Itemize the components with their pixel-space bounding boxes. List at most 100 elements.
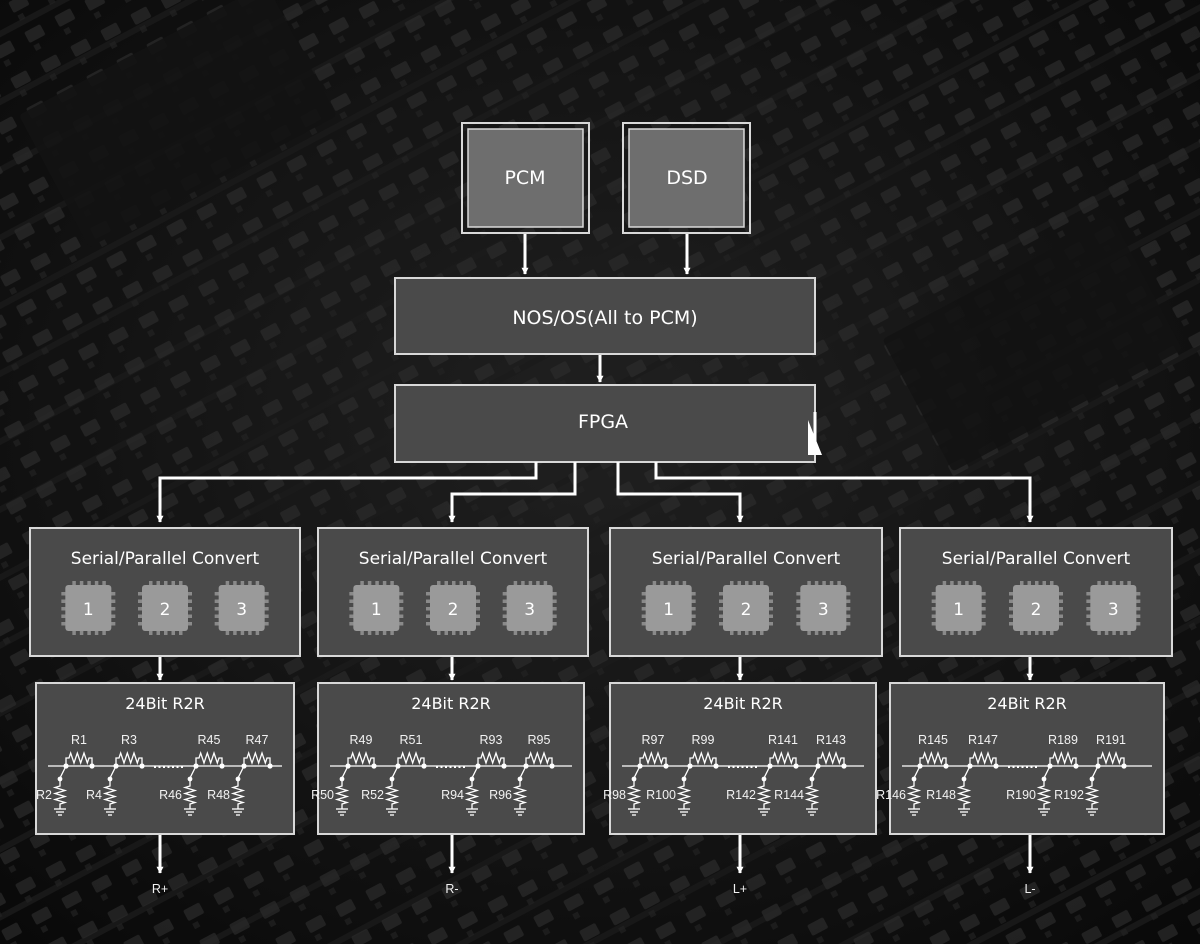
shunt-switch [391,765,399,779]
shunt-resistor [182,781,198,809]
shunt-node [339,776,345,782]
series-resistor-label: R45 [198,733,221,747]
shunt-switch [763,765,771,779]
shunt-resistor-label: R96 [489,788,512,802]
shunt-resistor [334,781,350,809]
chip-pins [796,581,851,635]
ladder-node [549,763,555,769]
shunt-node [57,776,63,782]
shunt-node [1089,776,1095,782]
series-resistor-label: R97 [642,733,665,747]
chip-number: 3 [236,600,247,620]
series-resistor [525,750,553,766]
series-resistor [243,750,271,766]
chip-body [800,585,847,631]
shunt-resistor-label: R148 [926,788,956,802]
ladder-node [267,763,273,769]
shunt-resistor [956,781,972,809]
chip-number: 3 [1108,600,1119,620]
shunt-switch [633,765,641,779]
shunt-node [469,776,475,782]
serial-parallel-label: Serial/Parallel Convert [942,549,1131,569]
series-resistor [969,750,997,766]
shunt-node [1041,776,1047,782]
shunt-resistor [102,781,118,809]
shunt-switch [109,765,117,779]
series-resistor-label: R189 [1048,733,1078,747]
series-resistor-label: R141 [768,733,798,747]
chip-body [506,585,553,631]
chip-body [430,585,476,631]
series-resistor [817,750,845,766]
shunt-node [911,776,917,782]
shunt-switch [471,765,479,779]
shunt-node [187,776,193,782]
serial-parallel-label: Serial/Parallel Convert [71,549,260,569]
ladder-node [841,763,847,769]
pcm-input-box: PCM [461,122,590,234]
chip-body [353,585,400,631]
chip-pins [502,581,557,635]
serial-parallel-label: Serial/Parallel Convert [359,549,548,569]
series-resistor [397,750,425,766]
shunt-resistor-label: R142 [726,788,756,802]
chip-body [218,585,265,631]
shunt-switch [59,765,67,779]
chip-pins [138,581,192,635]
shunt-node [809,776,815,782]
chip-number: 1 [953,600,964,620]
chip-pins [931,581,986,635]
chip-body [65,585,112,631]
fpga-box: FPGA [394,384,822,463]
output-label: R- [445,882,458,896]
ladder-node [943,763,949,769]
series-resistor [769,750,797,766]
series-resistor-label: R93 [480,733,503,747]
shunt-resistor [52,781,68,809]
output-label: L+ [733,882,747,896]
shunt-resistor [626,781,642,809]
nos-os-box: NOS/OS(All to PCM) [394,277,816,355]
shunt-resistor-label: R146 [876,788,906,802]
shunt-resistor [756,781,772,809]
shunt-node [631,776,637,782]
ladder-node [139,763,145,769]
r2r-label: 24Bit R2R [411,694,491,713]
series-resistor [639,750,667,766]
shunt-resistor-label: R48 [207,788,230,802]
series-resistor-label: R3 [121,733,137,747]
series-resistor-label: R145 [918,733,948,747]
series-resistor [65,750,93,766]
chip-pins [214,581,269,635]
shunt-resistor [1084,781,1100,809]
shunt-node [235,776,241,782]
chip-number: 2 [160,600,171,620]
shunt-switch [189,765,197,779]
r2r-label: 24Bit R2R [987,694,1067,713]
chip-pins [719,581,773,635]
chip-body [1090,585,1137,631]
series-resistor [115,750,143,766]
output-label: L- [1024,882,1035,896]
shunt-switch [1091,765,1099,779]
shunt-resistor-label: R4 [86,788,102,802]
shunt-resistor [676,781,692,809]
r2r-label: 24Bit R2R [703,694,783,713]
chip-number: 1 [371,600,382,620]
shunt-resistor [906,781,922,809]
shunt-resistor [230,781,246,809]
fpga-label: FPGA [578,411,628,433]
series-resistor [477,750,505,766]
series-resistor-label: R99 [692,733,715,747]
output-label: R+ [152,882,168,896]
